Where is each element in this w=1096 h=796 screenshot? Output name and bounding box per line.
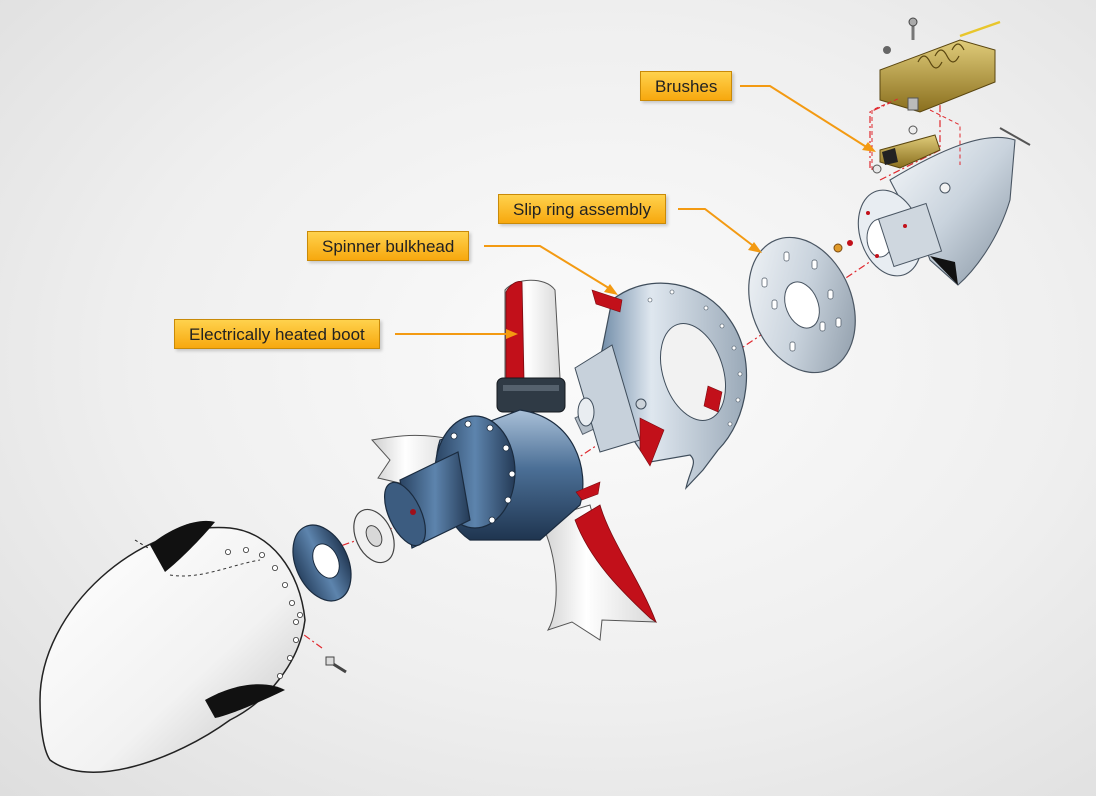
blade-clamp [496, 377, 566, 413]
slip-ring-assembly [748, 236, 856, 374]
propeller-hub [383, 402, 616, 549]
brush-block-assembly [871, 17, 1001, 174]
propeller-blade-upper [496, 279, 566, 413]
label-brushes: Brushes [640, 71, 733, 101]
leader-spinner-bulkhead [484, 245, 613, 291]
leader-brushes [740, 85, 869, 149]
label-slip-ring-assembly: Slip ring assembly [498, 194, 666, 224]
leader-slip-ring [678, 208, 757, 249]
label-spinner-bulkhead: Spinner bulkhead [307, 231, 470, 261]
retaining-nut [292, 524, 352, 602]
spinner-screw [325, 656, 347, 674]
spinner-dome [39, 520, 306, 773]
mounting-flange [833, 127, 1031, 286]
spinner-bulkhead [574, 282, 748, 501]
leader-lines [395, 85, 876, 339]
label-electrically-heated-boot: Electrically heated boot [174, 319, 380, 349]
spacer-ring [353, 508, 395, 564]
